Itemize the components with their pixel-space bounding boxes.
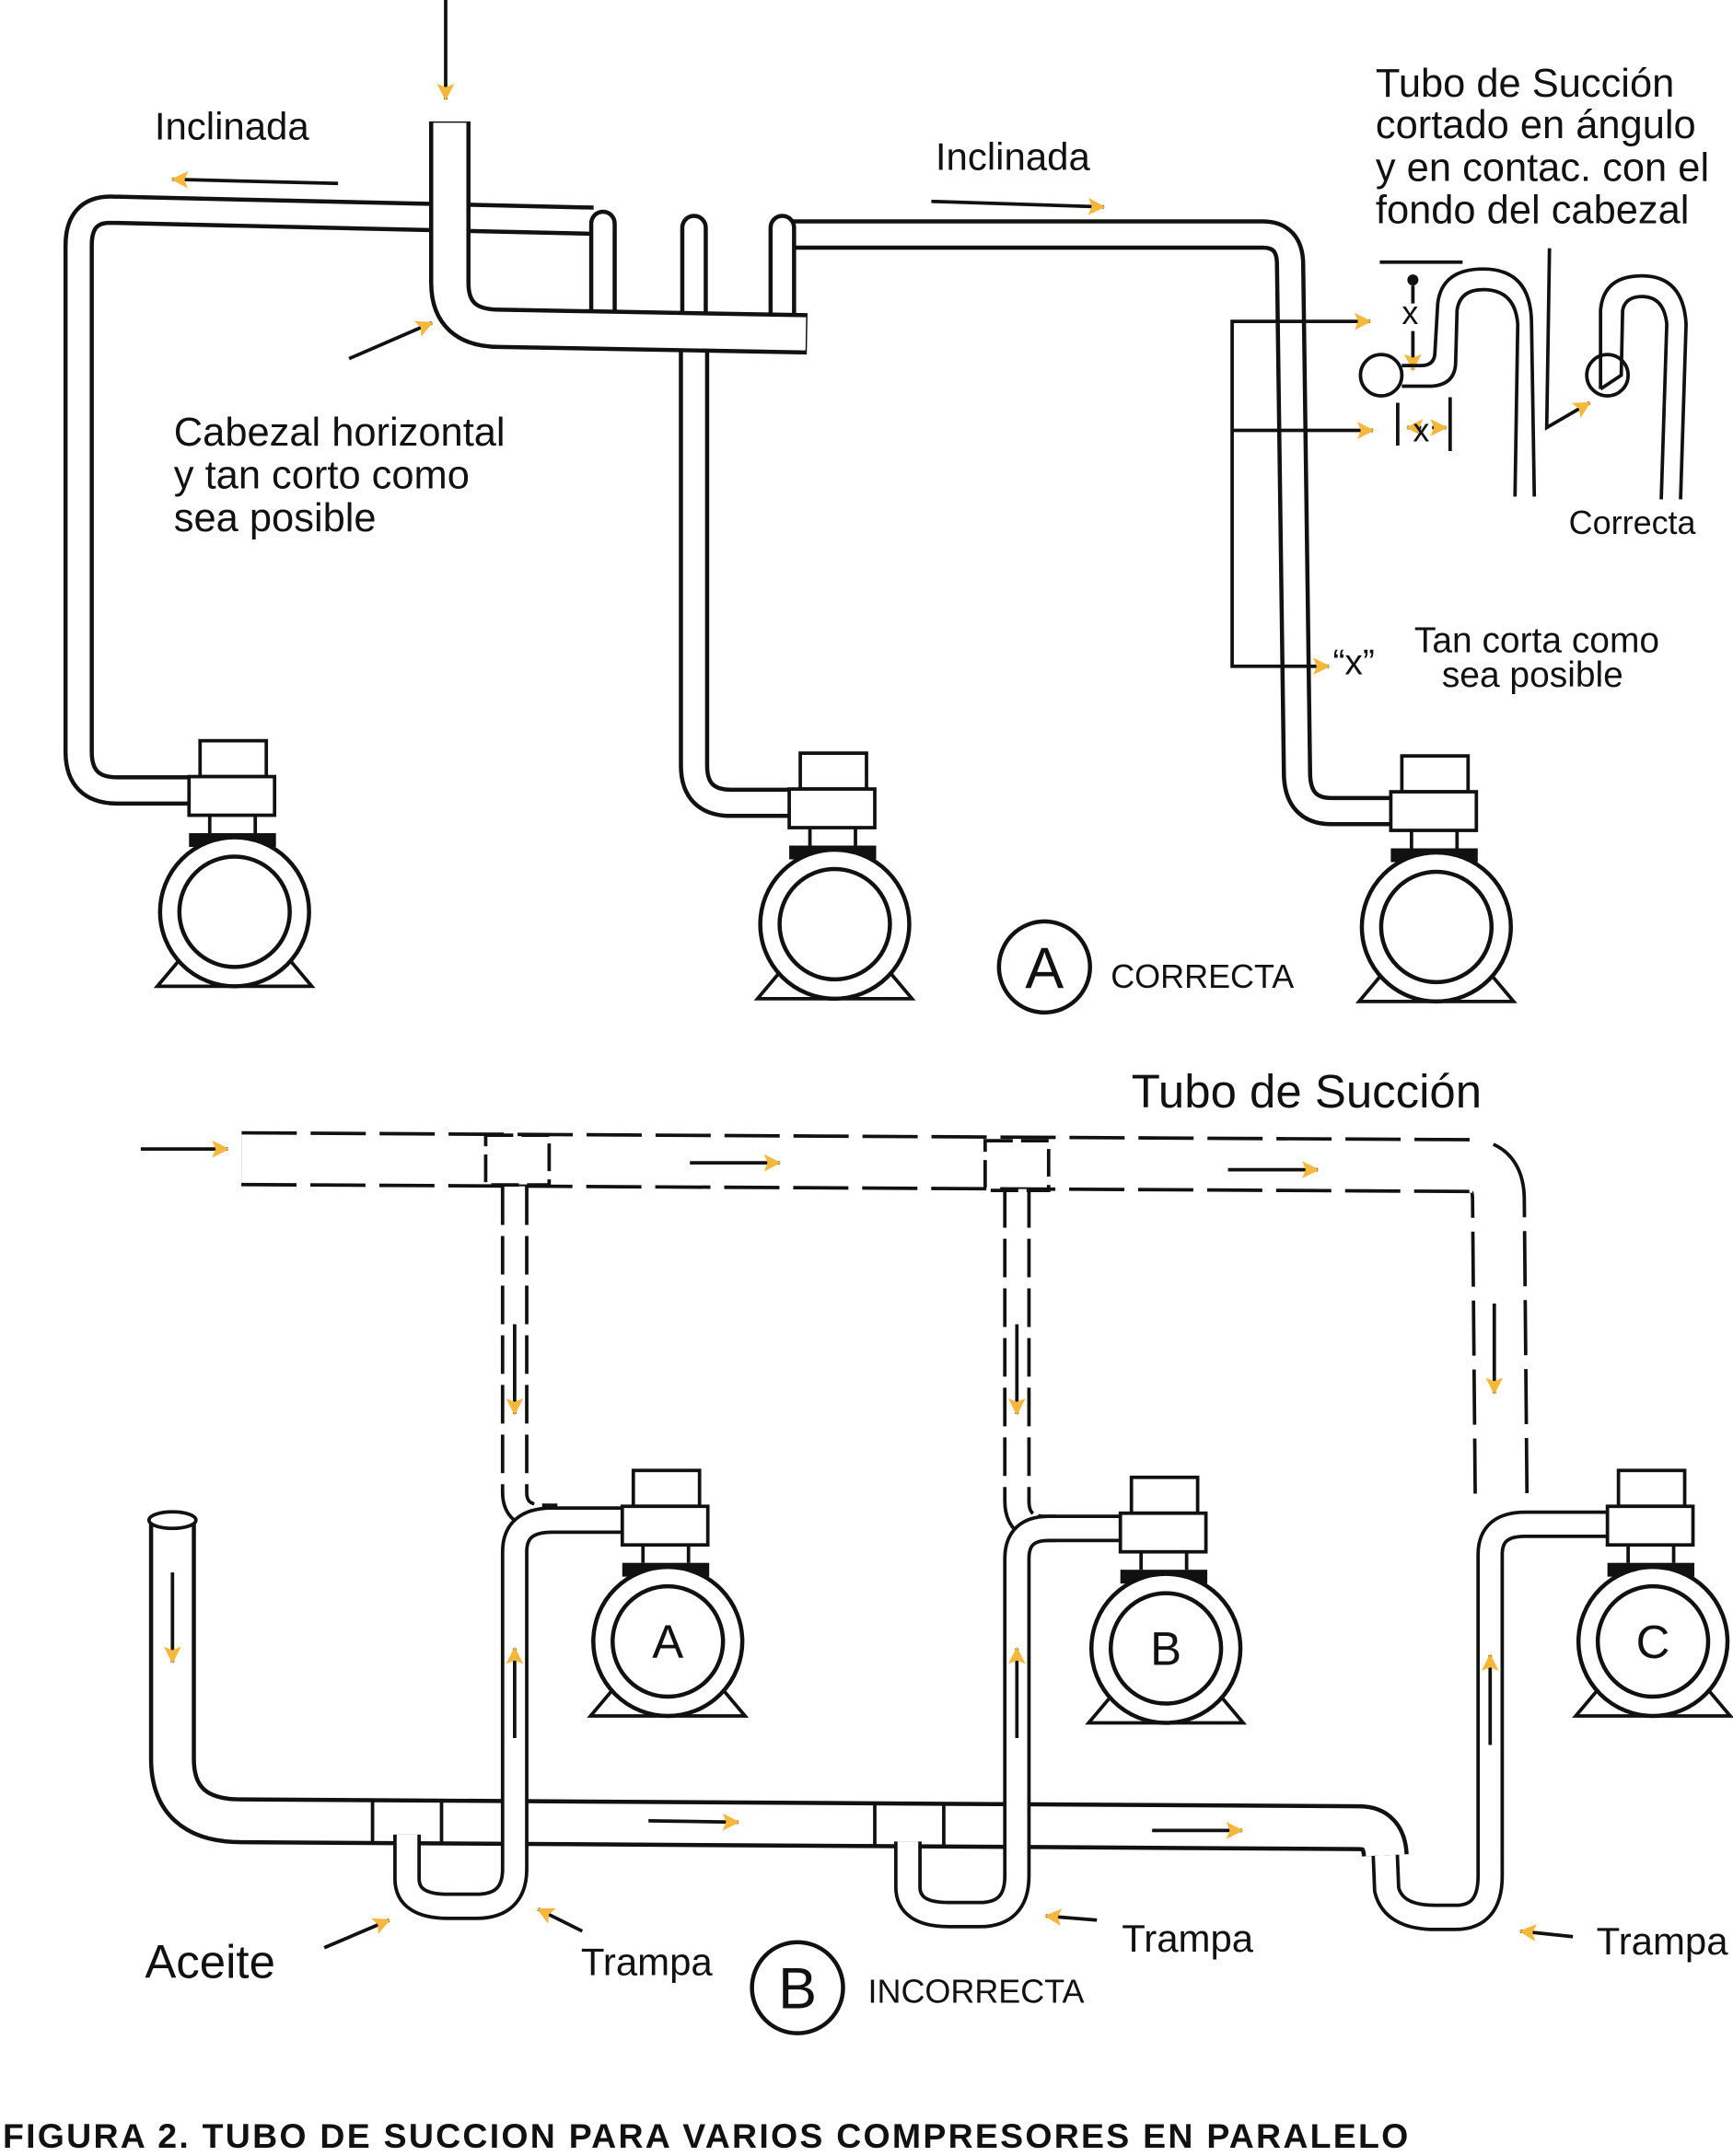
label-correcta-detail: Correcta bbox=[1569, 504, 1696, 541]
badge-b-text: INCORRECTA bbox=[867, 1973, 1084, 2011]
svg-text:Tubo de Succión: Tubo de Succión bbox=[1376, 62, 1674, 106]
label-x-vertical: x bbox=[1402, 294, 1418, 331]
compressor-letter-b: B bbox=[1150, 1623, 1181, 1675]
section-b-oil-pipes bbox=[146, 1506, 1612, 1931]
badge-a-text: CORRECTA bbox=[1111, 957, 1294, 995]
section-b-compressors: A B C bbox=[590, 1470, 1730, 1722]
label-aceite: Aceite bbox=[145, 1936, 275, 1988]
svg-text:y tan corto como: y tan corto como bbox=[174, 453, 470, 497]
svg-text:fondo del cabezal: fondo del cabezal bbox=[1376, 189, 1690, 233]
label-tan-corta-2: sea posible bbox=[1442, 655, 1623, 695]
slope-right-arrow bbox=[931, 197, 1106, 215]
header-pointer-arrow bbox=[348, 320, 434, 361]
svg-text:cortado en ángulo: cortado en ángulo bbox=[1376, 103, 1696, 147]
compressor-b-b bbox=[1088, 1478, 1243, 1723]
label-trampa-2: Trampa bbox=[1122, 1917, 1254, 1960]
section-a-arrows bbox=[170, 0, 1375, 676]
slope-left-arrow bbox=[170, 170, 339, 189]
figure-caption: FIGURA 2. TUBO DE SUCCION PARA VARIOS CO… bbox=[3, 2116, 1411, 2155]
section-b-dashed-suction bbox=[241, 1130, 1529, 1543]
label-tan-corta-1: Tan corta como bbox=[1414, 621, 1659, 661]
label-trampa-3: Trampa bbox=[1597, 1919, 1729, 1963]
compressor-b-c bbox=[1576, 1470, 1730, 1716]
svg-text:sea posible: sea posible bbox=[174, 496, 377, 540]
label-trampa-1: Trampa bbox=[581, 1941, 714, 1984]
svg-text:Cabezal horizontal: Cabezal horizontal bbox=[174, 411, 506, 455]
label-x-horizontal: x bbox=[1413, 411, 1429, 448]
svg-text:y en contac. con el: y en contac. con el bbox=[1376, 145, 1709, 190]
section-b-arrows bbox=[140, 1140, 1574, 1950]
label-tubo-succion-b: Tubo de Succión bbox=[1132, 1065, 1482, 1118]
label-tubo-angulo: Tubo de Succión cortado en ángulo y en c… bbox=[1376, 62, 1709, 233]
compressor-letter-c: C bbox=[1636, 1616, 1670, 1668]
label-inclinada-left: Inclinada bbox=[155, 104, 310, 147]
label-inclinada-right: Inclinada bbox=[936, 134, 1091, 178]
badge-a-circle bbox=[996, 919, 1092, 1015]
section-a-pipes bbox=[63, 121, 1394, 827]
badge-b-circle bbox=[750, 1940, 845, 2035]
angle-cut-detail bbox=[1358, 248, 1688, 500]
label-x-quote: “x” bbox=[1332, 643, 1374, 683]
x-bracket-arrows bbox=[1230, 312, 1372, 676]
badge-a-letter: A bbox=[1025, 936, 1064, 1001]
compressor-letter-a: A bbox=[652, 1616, 683, 1668]
compressor-a3 bbox=[1359, 756, 1514, 1002]
label-cabezal: Cabezal horizontal y tan corto como sea … bbox=[174, 411, 506, 540]
badge-b-letter: B bbox=[778, 1957, 817, 2022]
